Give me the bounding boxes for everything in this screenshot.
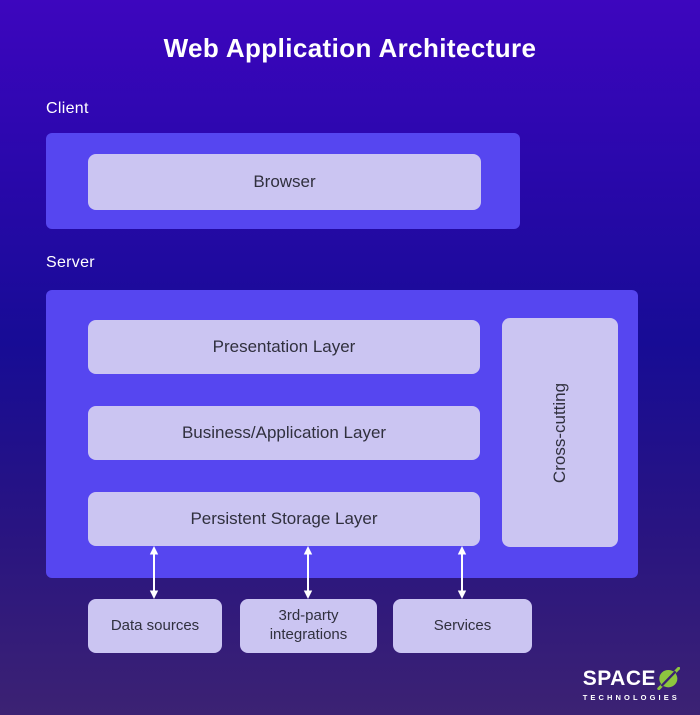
browser-node-label: Browser	[253, 172, 316, 191]
presentation-layer-node: Presentation Layer	[88, 320, 480, 374]
client-panel: Browser	[46, 133, 520, 229]
services-node: Services	[393, 599, 532, 653]
bidirectional-arrow-icon	[457, 546, 467, 599]
data-sources-node: Data sources	[88, 599, 222, 653]
cross-cutting-node: Cross-cutting	[502, 318, 618, 547]
third-party-integrations-node: 3rd-party integrations	[240, 599, 377, 653]
services-label: Services	[433, 616, 492, 634]
client-section-label: Client	[46, 100, 89, 117]
server-panel: Presentation Layer Business/Application …	[46, 290, 638, 578]
logo-brand-text: SPACE	[582, 667, 656, 690]
bidirectional-arrow-icon	[149, 546, 159, 599]
business-application-layer-node: Business/Application Layer	[88, 406, 480, 460]
server-section-label: Server	[46, 254, 95, 271]
third-party-integrations-label: 3rd-party integrations	[269, 607, 348, 643]
business-application-layer-label: Business/Application Layer	[181, 423, 387, 442]
diagram-title: Web Application Architecture	[163, 33, 537, 63]
browser-node: Browser	[88, 154, 481, 210]
logo-row: SPACE	[583, 667, 680, 690]
presentation-layer-label: Presentation Layer	[212, 337, 356, 356]
persistent-storage-layer-node: Persistent Storage Layer	[88, 492, 480, 546]
bidirectional-arrow-icon	[303, 546, 313, 599]
logo: SPACE TECHNOLOGIES	[583, 667, 680, 702]
logo-subtitle: TECHNOLOGIES	[582, 693, 680, 702]
persistent-storage-layer-label: Persistent Storage Layer	[190, 509, 378, 528]
cross-cutting-label: Cross-cutting	[549, 382, 569, 483]
slashed-o-icon	[657, 667, 680, 690]
data-sources-label: Data sources	[110, 616, 200, 634]
